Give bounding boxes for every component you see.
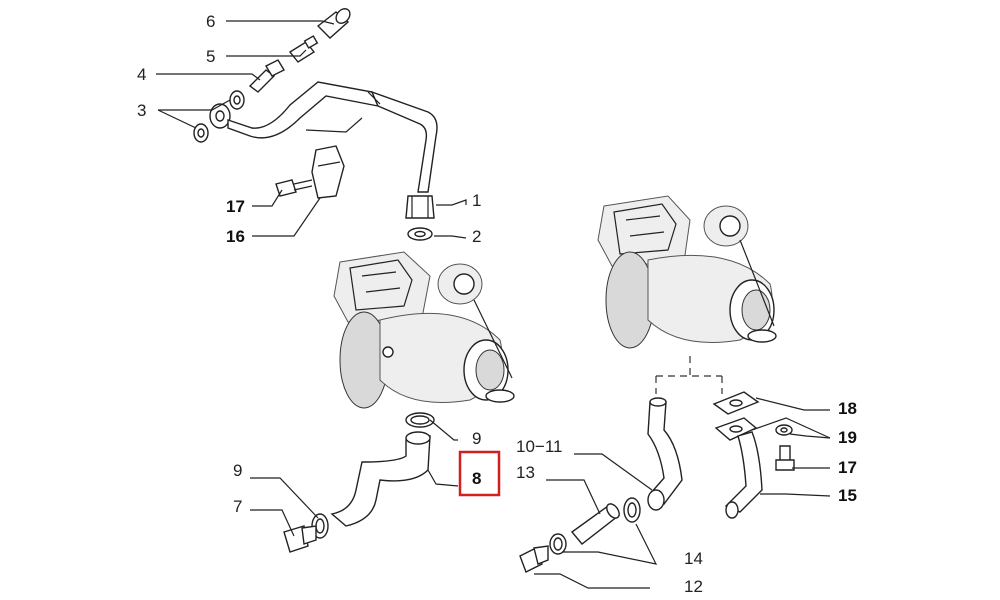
callout-3: 3 (137, 101, 146, 120)
callout-17-left: 17 (226, 197, 245, 216)
part-5-fitting (288, 35, 319, 63)
callout-12: 12 (684, 577, 703, 596)
callout-16: 16 (226, 227, 245, 246)
part-8-hose (330, 431, 431, 527)
callout-14: 14 (684, 549, 703, 568)
part-3-washers (193, 90, 245, 143)
part-17-bolt (275, 179, 313, 197)
part-12-fitting (519, 545, 549, 573)
oil-feed-pipe-assembly (193, 8, 438, 241)
part-14-clamps (549, 497, 641, 555)
callout-9-upper: 9 (472, 429, 481, 448)
part-2-washer (407, 227, 433, 241)
callout-8: 8 (472, 469, 481, 488)
callout-6: 6 (206, 12, 215, 31)
callout-2: 2 (472, 227, 481, 246)
callout-17-right: 17 (838, 458, 857, 477)
callout-1: 1 (472, 191, 481, 210)
part-18-gaskets (712, 391, 760, 441)
part-16-clamp (311, 145, 345, 199)
callout-15: 15 (838, 486, 857, 505)
oil-pipe (209, 81, 438, 193)
part-1-nut (405, 195, 435, 219)
turbocharger-right (597, 195, 777, 349)
highlight-box-callout-8 (458, 450, 501, 497)
part-9-clamp-upper (405, 412, 435, 428)
callout-5: 5 (206, 47, 215, 66)
callout-labels: 6 5 4 3 1 2 17 16 9 8 9 7 10−11 13 14 12… (137, 12, 857, 596)
part-10-11-pipe (647, 397, 683, 511)
callout-18: 18 (838, 399, 857, 418)
assembly-bracket-dashed (655, 356, 723, 394)
callout-13: 13 (516, 463, 535, 482)
part-19-washer (775, 424, 793, 436)
leader-lines (156, 20, 831, 589)
callout-4: 4 (137, 65, 146, 84)
part-6-cap (316, 8, 351, 39)
callout-19: 19 (838, 428, 857, 447)
part-4-bolt (248, 59, 285, 93)
callout-10-11: 10−11 (516, 437, 562, 456)
callout-9-lower: 9 (233, 461, 242, 480)
part-13-hose (570, 503, 620, 545)
part-7-fitting (283, 525, 317, 553)
turbocharger-left (333, 251, 515, 409)
part-15-return-pipe (724, 431, 763, 519)
callout-7: 7 (233, 497, 242, 516)
part-17-bolt-right (775, 445, 795, 471)
